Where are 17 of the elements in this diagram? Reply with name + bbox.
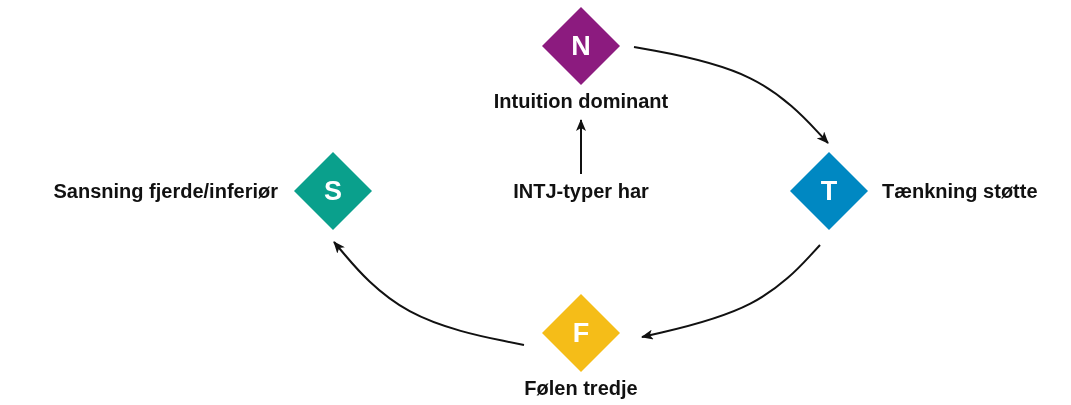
diamond-letter: F (572, 319, 590, 347)
function-label: Intuition dominant (493, 89, 669, 113)
diamond-letter: S (324, 177, 342, 205)
arrow (633, 46, 829, 144)
arrow (641, 244, 821, 340)
function-label: Tænkning støtte (882, 179, 1038, 203)
function-label: Følen tredje (524, 376, 638, 400)
diamond-shape (294, 152, 372, 230)
diamond-shape (542, 7, 620, 85)
diamond-shape (790, 152, 868, 230)
arrow (333, 241, 525, 346)
diamond-letter: N (571, 32, 591, 60)
function-label: Sansning fjerde/inferiør (53, 179, 278, 203)
diamond-shape (542, 294, 620, 372)
caption-text: INTJ-typer har (513, 180, 649, 202)
diamond-letter: T (820, 177, 838, 205)
arrow (576, 119, 586, 175)
